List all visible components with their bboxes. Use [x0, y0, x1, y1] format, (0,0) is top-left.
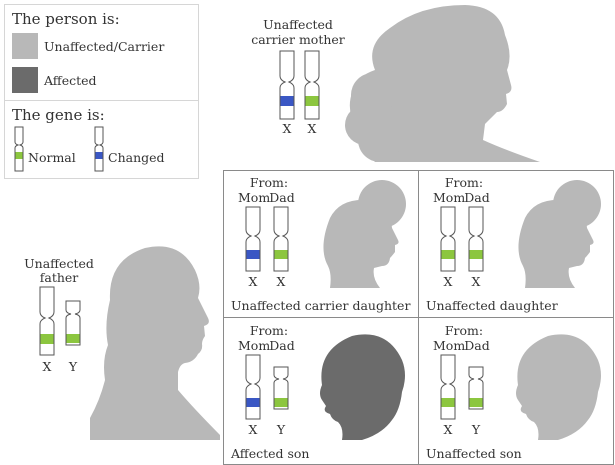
legend-gene-title: The gene is: [12, 106, 105, 124]
child3-from-label: From: [249, 323, 289, 338]
child4-chrom2-label: Y [471, 422, 481, 437]
child2-from-label: From: [444, 175, 484, 190]
child1-from-label: From: [249, 175, 289, 190]
child2-caption: Unaffected daughter [426, 298, 558, 313]
child3-chrom1-label: X [248, 422, 258, 437]
mother-chrom2-label: X [307, 121, 317, 136]
child1-chrom2-label: X [276, 274, 286, 289]
child2-girl-profile-silhouette-icon [518, 180, 601, 288]
legend-unaffected-label: Unaffected/Carrier [44, 39, 165, 54]
child3-boy-profile-silhouette-icon [320, 334, 405, 440]
changed-gene-chromosome-icon [94, 126, 104, 172]
legend-affected-label: Affected [44, 73, 97, 88]
father-label-line1: Unaffected [24, 256, 94, 271]
mother-chrom1-label: X [282, 121, 292, 136]
father-y-chromosome [65, 300, 81, 346]
child3-dad-label: Dad [269, 338, 295, 353]
child4-chrom1-label: X [443, 422, 453, 437]
child4-y-chromosome [468, 366, 484, 410]
legend-changed-label: Changed [108, 150, 165, 165]
child4-dad-label: Dad [464, 338, 490, 353]
child1-girl-profile-silhouette-icon [323, 180, 406, 288]
normal-gene-chromosome-icon [14, 126, 24, 172]
legend-box [4, 4, 199, 179]
child1-x-chromosome-normal [273, 206, 289, 272]
unaffected-swatch [12, 33, 38, 59]
legend-divider [4, 100, 199, 101]
child1-chrom1-label: X [248, 274, 258, 289]
child3-y-chromosome [273, 366, 289, 410]
child4-caption: Unaffected son [426, 446, 522, 461]
child1-dad-label: Dad [269, 190, 295, 205]
child4-from-label: From: [444, 323, 484, 338]
child3-x-chromosome-changed [245, 354, 261, 420]
mother-x-chromosome-changed [279, 50, 295, 120]
father-label-line2: father [39, 270, 79, 285]
man-profile-silhouette-icon [90, 246, 220, 440]
mother-label-line2: carrier mother [251, 32, 345, 47]
child2-x-chromosome-normal-dad [468, 206, 484, 272]
mother-label-line1: Unaffected [263, 17, 333, 32]
child2-chrom1-label: X [443, 274, 453, 289]
legend-normal-label: Normal [28, 150, 76, 165]
child1-caption: Unaffected carrier daughter [231, 298, 411, 313]
affected-swatch [12, 67, 38, 93]
child1-x-chromosome-changed [245, 206, 261, 272]
child2-x-chromosome-normal-mom [440, 206, 456, 272]
legend-person-title: The person is: [12, 10, 120, 28]
father-x-chromosome-normal [39, 286, 55, 356]
child2-mom-label: Mom [433, 190, 466, 205]
child4-boy-profile-silhouette-icon [516, 334, 601, 440]
child3-mom-label: Mom [238, 338, 271, 353]
child2-chrom2-label: X [471, 274, 481, 289]
woman-profile-silhouette-icon [345, 5, 540, 162]
child3-chrom2-label: Y [276, 422, 286, 437]
mother-x-chromosome-normal [304, 50, 320, 120]
child1-mom-label: Mom [238, 190, 271, 205]
father-chrom1-label: X [42, 359, 52, 374]
child4-mom-label: Mom [433, 338, 466, 353]
child2-dad-label: Dad [464, 190, 490, 205]
child4-x-chromosome-normal [440, 354, 456, 420]
child3-caption: Affected son [231, 446, 310, 461]
father-chrom2-label: Y [68, 359, 78, 374]
